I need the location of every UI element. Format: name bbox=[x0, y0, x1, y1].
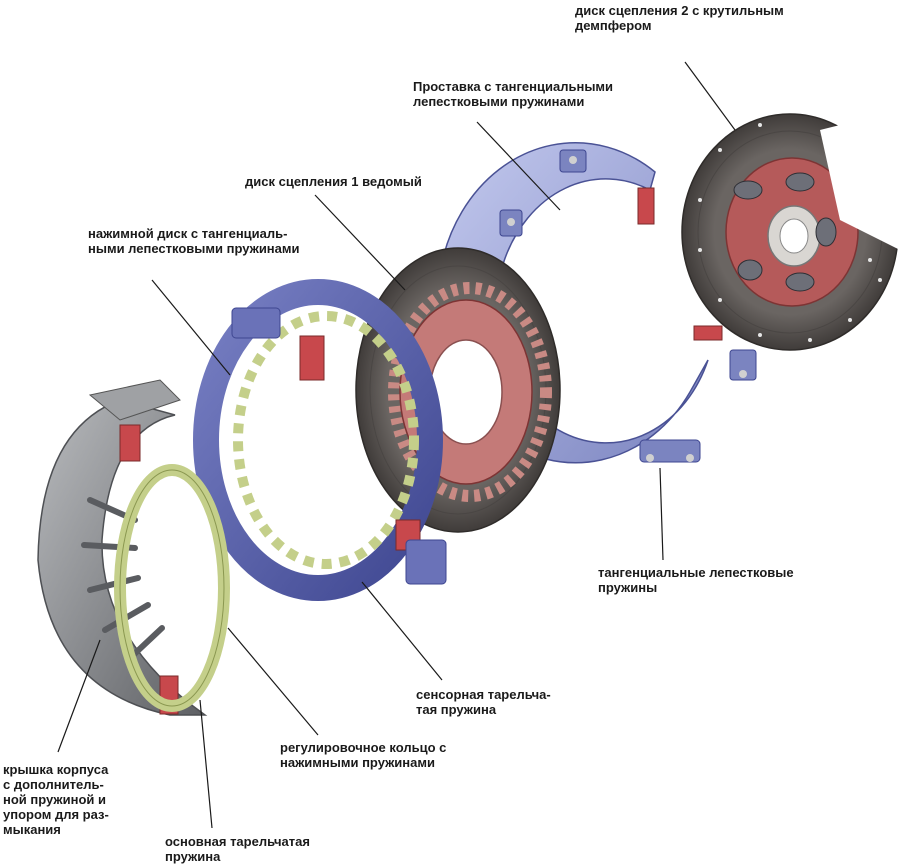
leader-disc2 bbox=[684, 61, 736, 131]
label-pressure-plate: нажимной диск с тангенциаль- ными лепест… bbox=[88, 226, 300, 256]
label-sensor-spring: сенсорная тарельча- тая пружина bbox=[416, 687, 551, 717]
leader-lines bbox=[57, 61, 736, 829]
label-clutch-disc-1: диск сцепления 1 ведомый bbox=[245, 174, 422, 189]
leader-spacer bbox=[476, 121, 561, 211]
label-adjusting-ring: регулировочное кольцо с нажимными пружин… bbox=[280, 740, 447, 770]
label-tangential-springs: тангенциальные лепестковые пружины bbox=[598, 565, 794, 595]
label-main-spring: основная тарельчатая пружина bbox=[165, 834, 310, 864]
housing-cover bbox=[37, 379, 230, 716]
clutch-disc-1 bbox=[355, 247, 561, 533]
leader-main bbox=[199, 699, 213, 829]
leader-adjusting bbox=[227, 627, 319, 736]
leader-tangential bbox=[659, 467, 664, 561]
leader-pressure bbox=[151, 279, 231, 376]
leader-disc1 bbox=[314, 194, 406, 291]
leader-sensor bbox=[361, 581, 443, 681]
pressure-plate bbox=[193, 279, 447, 601]
leader-cover bbox=[57, 639, 101, 753]
label-clutch-disc-2: диск сцепления 2 с крутильным демпфером bbox=[575, 3, 784, 33]
label-housing-cover: крышка корпуса с дополнитель- ной пружин… bbox=[3, 762, 109, 837]
clutch-disc-2 bbox=[681, 110, 900, 351]
label-spacer: Проставка с тангенциальными лепестковыми… bbox=[413, 79, 614, 109]
